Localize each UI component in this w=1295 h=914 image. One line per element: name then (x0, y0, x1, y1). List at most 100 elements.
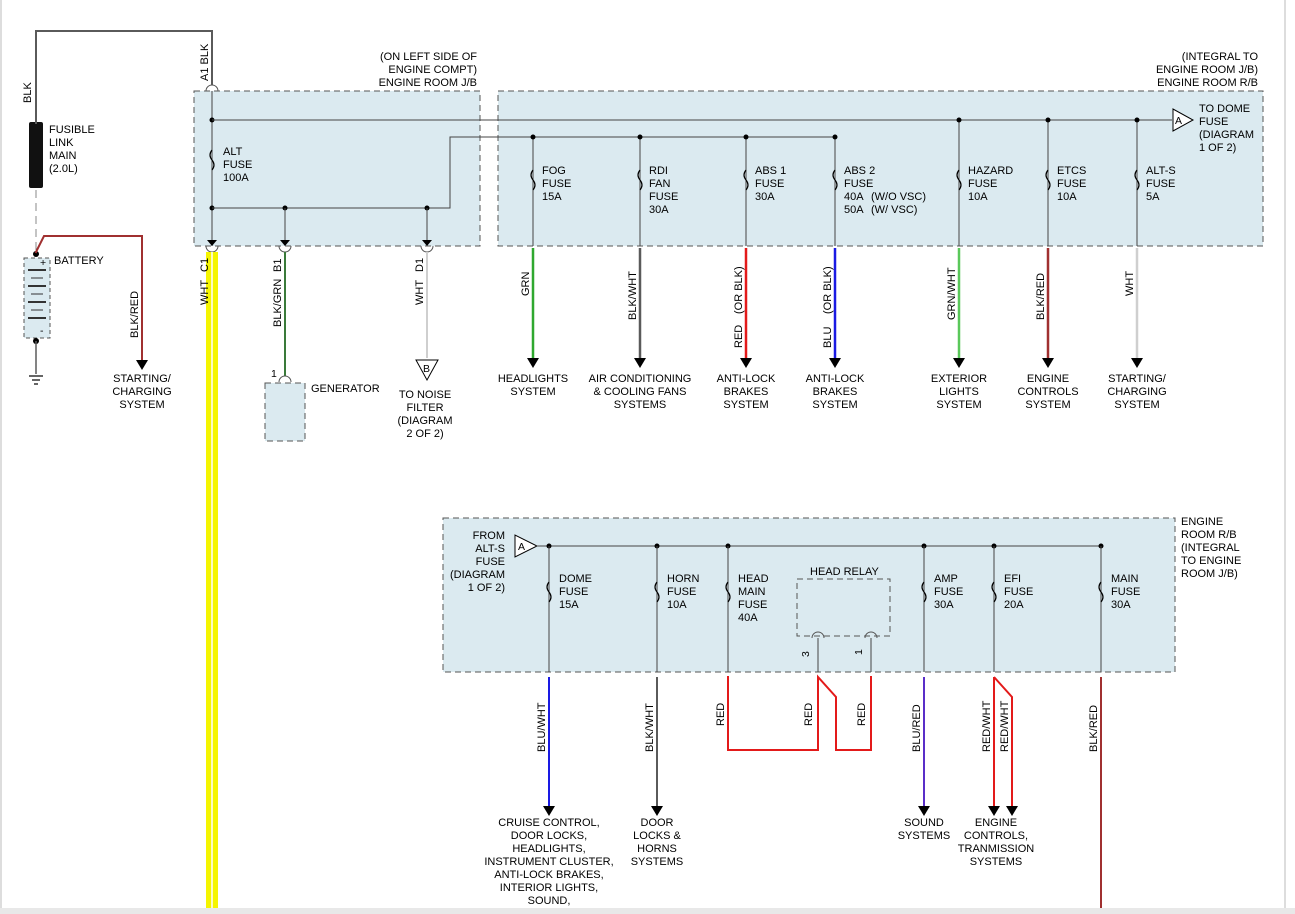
wire-blk-feed (35, 30, 213, 121)
wire-label-relay-pin1: RED (856, 703, 868, 726)
engine-room-rb-box-top (497, 90, 1264, 247)
fuse-label: FUSE (1057, 178, 1086, 190)
alt-bus-to-fuses (449, 136, 837, 209)
fuse-label: HORN (667, 573, 699, 585)
dest-label: SYSTEM (510, 386, 555, 398)
dest-label: & COOLING FANS (594, 386, 687, 398)
pin-b1: B1 (272, 259, 284, 272)
fuse-label: 40A (844, 191, 864, 203)
connector-a-dome-icon (1172, 108, 1195, 132)
fuse-alt-icon (209, 149, 215, 171)
arrow (543, 806, 555, 816)
fuse-label: 40A (738, 612, 758, 624)
wire-label-relay-pin3: RED (803, 703, 815, 726)
fuse-label: FUSE (738, 599, 767, 611)
head-relay-box (796, 578, 891, 637)
wire-label-alt: (OR BLK) (822, 266, 834, 314)
fuse-label: 20A (1004, 599, 1024, 611)
head-relay-label: HEAD RELAY (810, 566, 880, 578)
svg-text:TO DOME: TO DOME (1199, 103, 1250, 115)
fuse-label: ABS 1 (755, 165, 786, 177)
generator-label: GENERATOR (311, 383, 380, 395)
connector-b-icon (415, 359, 439, 382)
wire-label: BLK/RED (1035, 273, 1047, 320)
fuse-icon (530, 169, 536, 191)
fuse-icon (956, 169, 962, 191)
fuse-icon (637, 169, 643, 191)
svg-text:1 OF 2): 1 OF 2) (468, 582, 505, 594)
wire-label-2: RED/WHT (999, 700, 1011, 752)
svg-text:(INTEGRAL TO: (INTEGRAL TO (1182, 51, 1259, 63)
wire-battery-blk-red (34, 235, 143, 363)
svg-text:ALT: ALT (223, 146, 243, 158)
wire-label: BLK/WHT (644, 703, 656, 752)
fuse-label: 15A (559, 599, 579, 611)
svg-text:1 OF 2): 1 OF 2) (1199, 142, 1236, 154)
dest-label: DOOR (641, 817, 674, 829)
svg-text:FROM: FROM (473, 530, 505, 542)
fuse-label: 10A (1057, 191, 1077, 203)
svg-text:(ON LEFT SIDE OF: (ON LEFT SIDE OF (380, 51, 477, 63)
fuse-note: (W/O VSC) (871, 191, 926, 203)
fuse-note: (W/ VSC) (871, 204, 917, 216)
fuse-label: FUSE (968, 178, 997, 190)
fuse-label: FUSE (1111, 586, 1140, 598)
arrow (634, 358, 646, 368)
dest-label: SYSTEM (1114, 399, 1159, 411)
wire-label-battery-blk-red: BLK/RED (129, 291, 141, 338)
svg-text:SYSTEM: SYSTEM (119, 399, 164, 411)
battery-label: BATTERY (54, 255, 104, 267)
engine-room-jb-box (193, 90, 481, 247)
fuse-label: FUSE (755, 178, 784, 190)
from-alts-label: FROM ALT-S FUSE (DIAGRAM 1 OF 2) (450, 530, 505, 594)
ground-icon (29, 375, 43, 385)
arrow (651, 806, 663, 816)
wire-2 (993, 676, 1013, 808)
head-relay-pin1: 1 (853, 649, 865, 655)
dest-label: EXTERIOR (931, 373, 987, 385)
arrow (740, 358, 752, 368)
svg-text:FUSE: FUSE (223, 159, 252, 171)
rb-title-top: (INTEGRAL TO ENGINE ROOM J/B) ENGINE ROO… (1156, 51, 1259, 89)
svg-text:ENGINE ROOM J/B): ENGINE ROOM J/B) (1156, 64, 1258, 76)
dest-label: TRANMISSION (958, 843, 1034, 855)
svg-text:ENGINE COMPT): ENGINE COMPT) (388, 64, 477, 76)
pin-generator: 1 (271, 368, 277, 380)
dest-label: INTERIOR LIGHTS, (500, 882, 598, 894)
dest-label: CRUISE CONTROL, (498, 817, 599, 829)
jb-title: (ON LEFT SIDE OF ENGINE COMPT) ENGINE RO… (379, 51, 478, 89)
dest-label: DOOR LOCKS, (511, 830, 587, 842)
fuse-label: DOME (559, 573, 592, 585)
svg-text:STARTING/: STARTING/ (113, 373, 172, 385)
dest-label: SYSTEM (1025, 399, 1070, 411)
fuse-label: MAIN (738, 586, 766, 598)
fuse-label: 5A (1146, 191, 1160, 203)
fuse-label: MAIN (1111, 573, 1139, 585)
arrow-2 (1006, 806, 1018, 816)
svg-text:ROOM R/B: ROOM R/B (1181, 529, 1237, 541)
fuse-icon (1045, 169, 1051, 191)
dest-label: AIR CONDITIONING (589, 373, 692, 385)
dest-label: SYSTEM (812, 399, 857, 411)
rb-title-bottom: ENGINE ROOM R/B (INTEGRAL TO ENGINE ROOM… (1181, 516, 1241, 580)
dest-label: SYSTEMS (970, 856, 1023, 868)
wire-label: BLK/WHT (627, 271, 639, 320)
svg-text:(INTEGRAL: (INTEGRAL (1181, 542, 1240, 554)
fuse-label: FUSE (1004, 586, 1033, 598)
svg-text:ALT-S: ALT-S (475, 543, 505, 555)
wire-label: RED/WHT (981, 700, 993, 752)
wire-label: RED (715, 703, 727, 726)
connector-a1-arc (205, 84, 219, 92)
dest-label: SYSTEMS (614, 399, 667, 411)
fuse-label: 15A (542, 191, 562, 203)
fuse-label: ABS 2 (844, 165, 875, 177)
connector-a-from-letter: A (518, 541, 525, 553)
fuse-label: HAZARD (968, 165, 1013, 177)
